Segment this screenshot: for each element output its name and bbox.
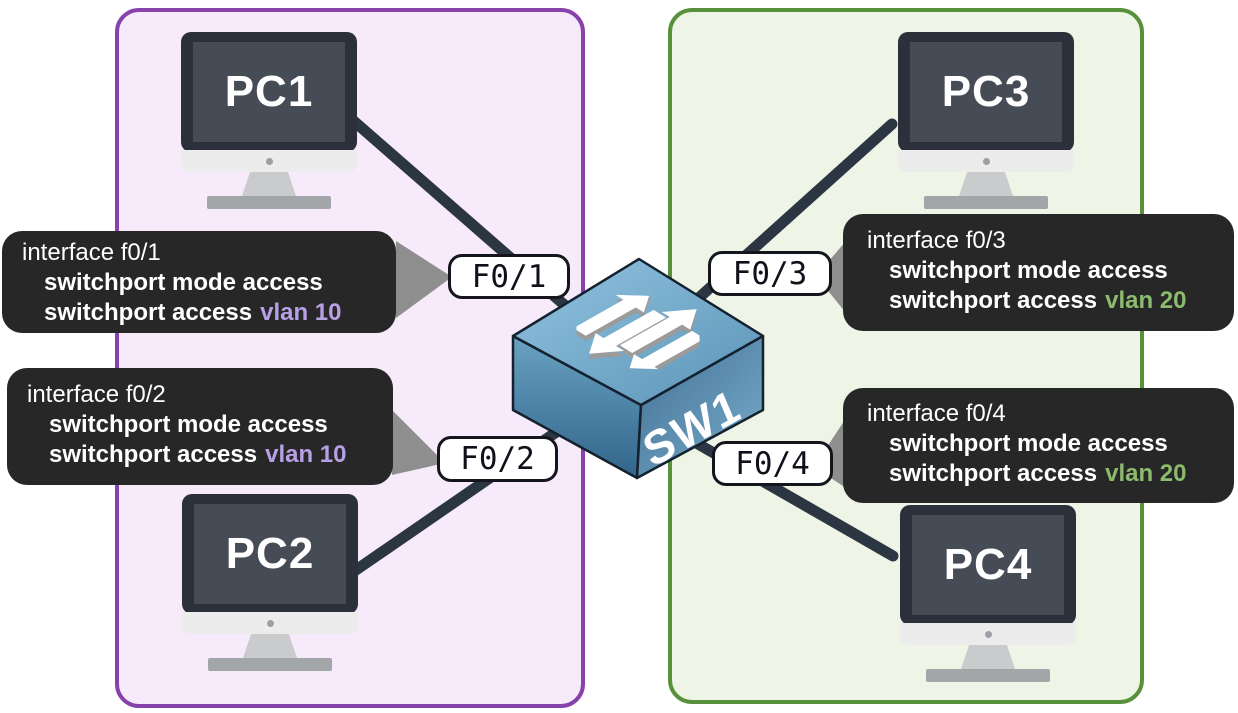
- pc3-label: PC3: [941, 67, 1031, 116]
- interface-line: interface f0/1: [22, 239, 161, 266]
- pc3-node: PC3: [898, 32, 1074, 209]
- vlan-value: vlan 10: [260, 299, 342, 326]
- callout-config-f0-4: interface f0/4 switchport mode access sw…: [843, 388, 1234, 503]
- interface-line: interface f0/2: [27, 381, 166, 408]
- port-label-f0-3: F0/3: [708, 251, 832, 296]
- port-label-text: F0/4: [735, 445, 810, 482]
- pc3-base: [924, 196, 1048, 209]
- access-line: switchport access vlan 20: [843, 459, 1234, 489]
- access-line: switchport access vlan 10: [2, 298, 396, 328]
- pc2-monitor: PC2: [182, 494, 358, 614]
- pc1-node: PC1: [181, 32, 357, 209]
- vlan-value: vlan 10: [265, 441, 347, 468]
- pc3-monitor: PC3: [898, 32, 1074, 152]
- mode-line: switchport mode access: [49, 411, 328, 438]
- pc4-label: PC4: [943, 540, 1033, 589]
- vlan-value: vlan 20: [1105, 287, 1187, 314]
- access-line: switchport access vlan 10: [7, 440, 393, 470]
- pc2-chin: [182, 612, 358, 634]
- vlan-value: vlan 20: [1105, 460, 1187, 487]
- access-prefix: switchport access: [889, 460, 1098, 487]
- pc1-base: [207, 196, 331, 209]
- access-prefix: switchport access: [49, 441, 258, 468]
- pc1-screen: PC1: [193, 42, 345, 142]
- mode-line: switchport mode access: [889, 430, 1168, 457]
- pc1-monitor: PC1: [181, 32, 357, 152]
- camera-dot-icon: [265, 157, 273, 165]
- pc2-node: PC2: [182, 494, 358, 671]
- pc4-monitor: PC4: [900, 505, 1076, 625]
- pc4-base: [926, 669, 1050, 682]
- interface-line: interface f0/4: [867, 400, 1006, 427]
- pc2-label: PC2: [225, 529, 315, 578]
- port-label-text: F0/2: [460, 441, 535, 477]
- pc4-node: PC4: [900, 505, 1076, 682]
- callout-config-f0-2: interface f0/2 switchport mode access sw…: [7, 368, 393, 485]
- pc3-screen: PC3: [910, 42, 1062, 142]
- port-label-text: F0/1: [471, 258, 547, 295]
- access-prefix: switchport access: [889, 287, 1098, 314]
- pc3-stand: [959, 172, 1013, 196]
- mode-line: switchport mode access: [889, 257, 1168, 284]
- callout-config-f0-3: interface f0/3 switchport mode access sw…: [843, 214, 1234, 331]
- pc2-screen: PC2: [194, 504, 346, 604]
- access-line: switchport access vlan 20: [843, 286, 1234, 316]
- access-prefix: switchport access: [44, 299, 253, 326]
- camera-dot-icon: [982, 157, 990, 165]
- port-label-f0-4: F0/4: [712, 441, 833, 486]
- callout-config-f0-1: interface f0/1 switchport mode access sw…: [2, 231, 396, 333]
- port-label-f0-2: F0/2: [437, 436, 558, 482]
- pc4-chin: [900, 623, 1076, 645]
- mode-line: switchport mode access: [44, 269, 323, 296]
- interface-line: interface f0/3: [867, 227, 1006, 254]
- port-label-text: F0/3: [732, 255, 808, 292]
- pc1-chin: [181, 150, 357, 172]
- camera-dot-icon: [266, 619, 274, 627]
- pc2-stand: [243, 634, 297, 658]
- port-label-f0-1: F0/1: [448, 254, 570, 299]
- pc1-label: PC1: [224, 67, 314, 116]
- pc4-stand: [961, 645, 1015, 669]
- pc4-screen: PC4: [912, 515, 1064, 615]
- pc2-base: [208, 658, 332, 671]
- pc3-chin: [898, 150, 1074, 172]
- camera-dot-icon: [984, 630, 992, 638]
- pc1-stand: [242, 172, 296, 196]
